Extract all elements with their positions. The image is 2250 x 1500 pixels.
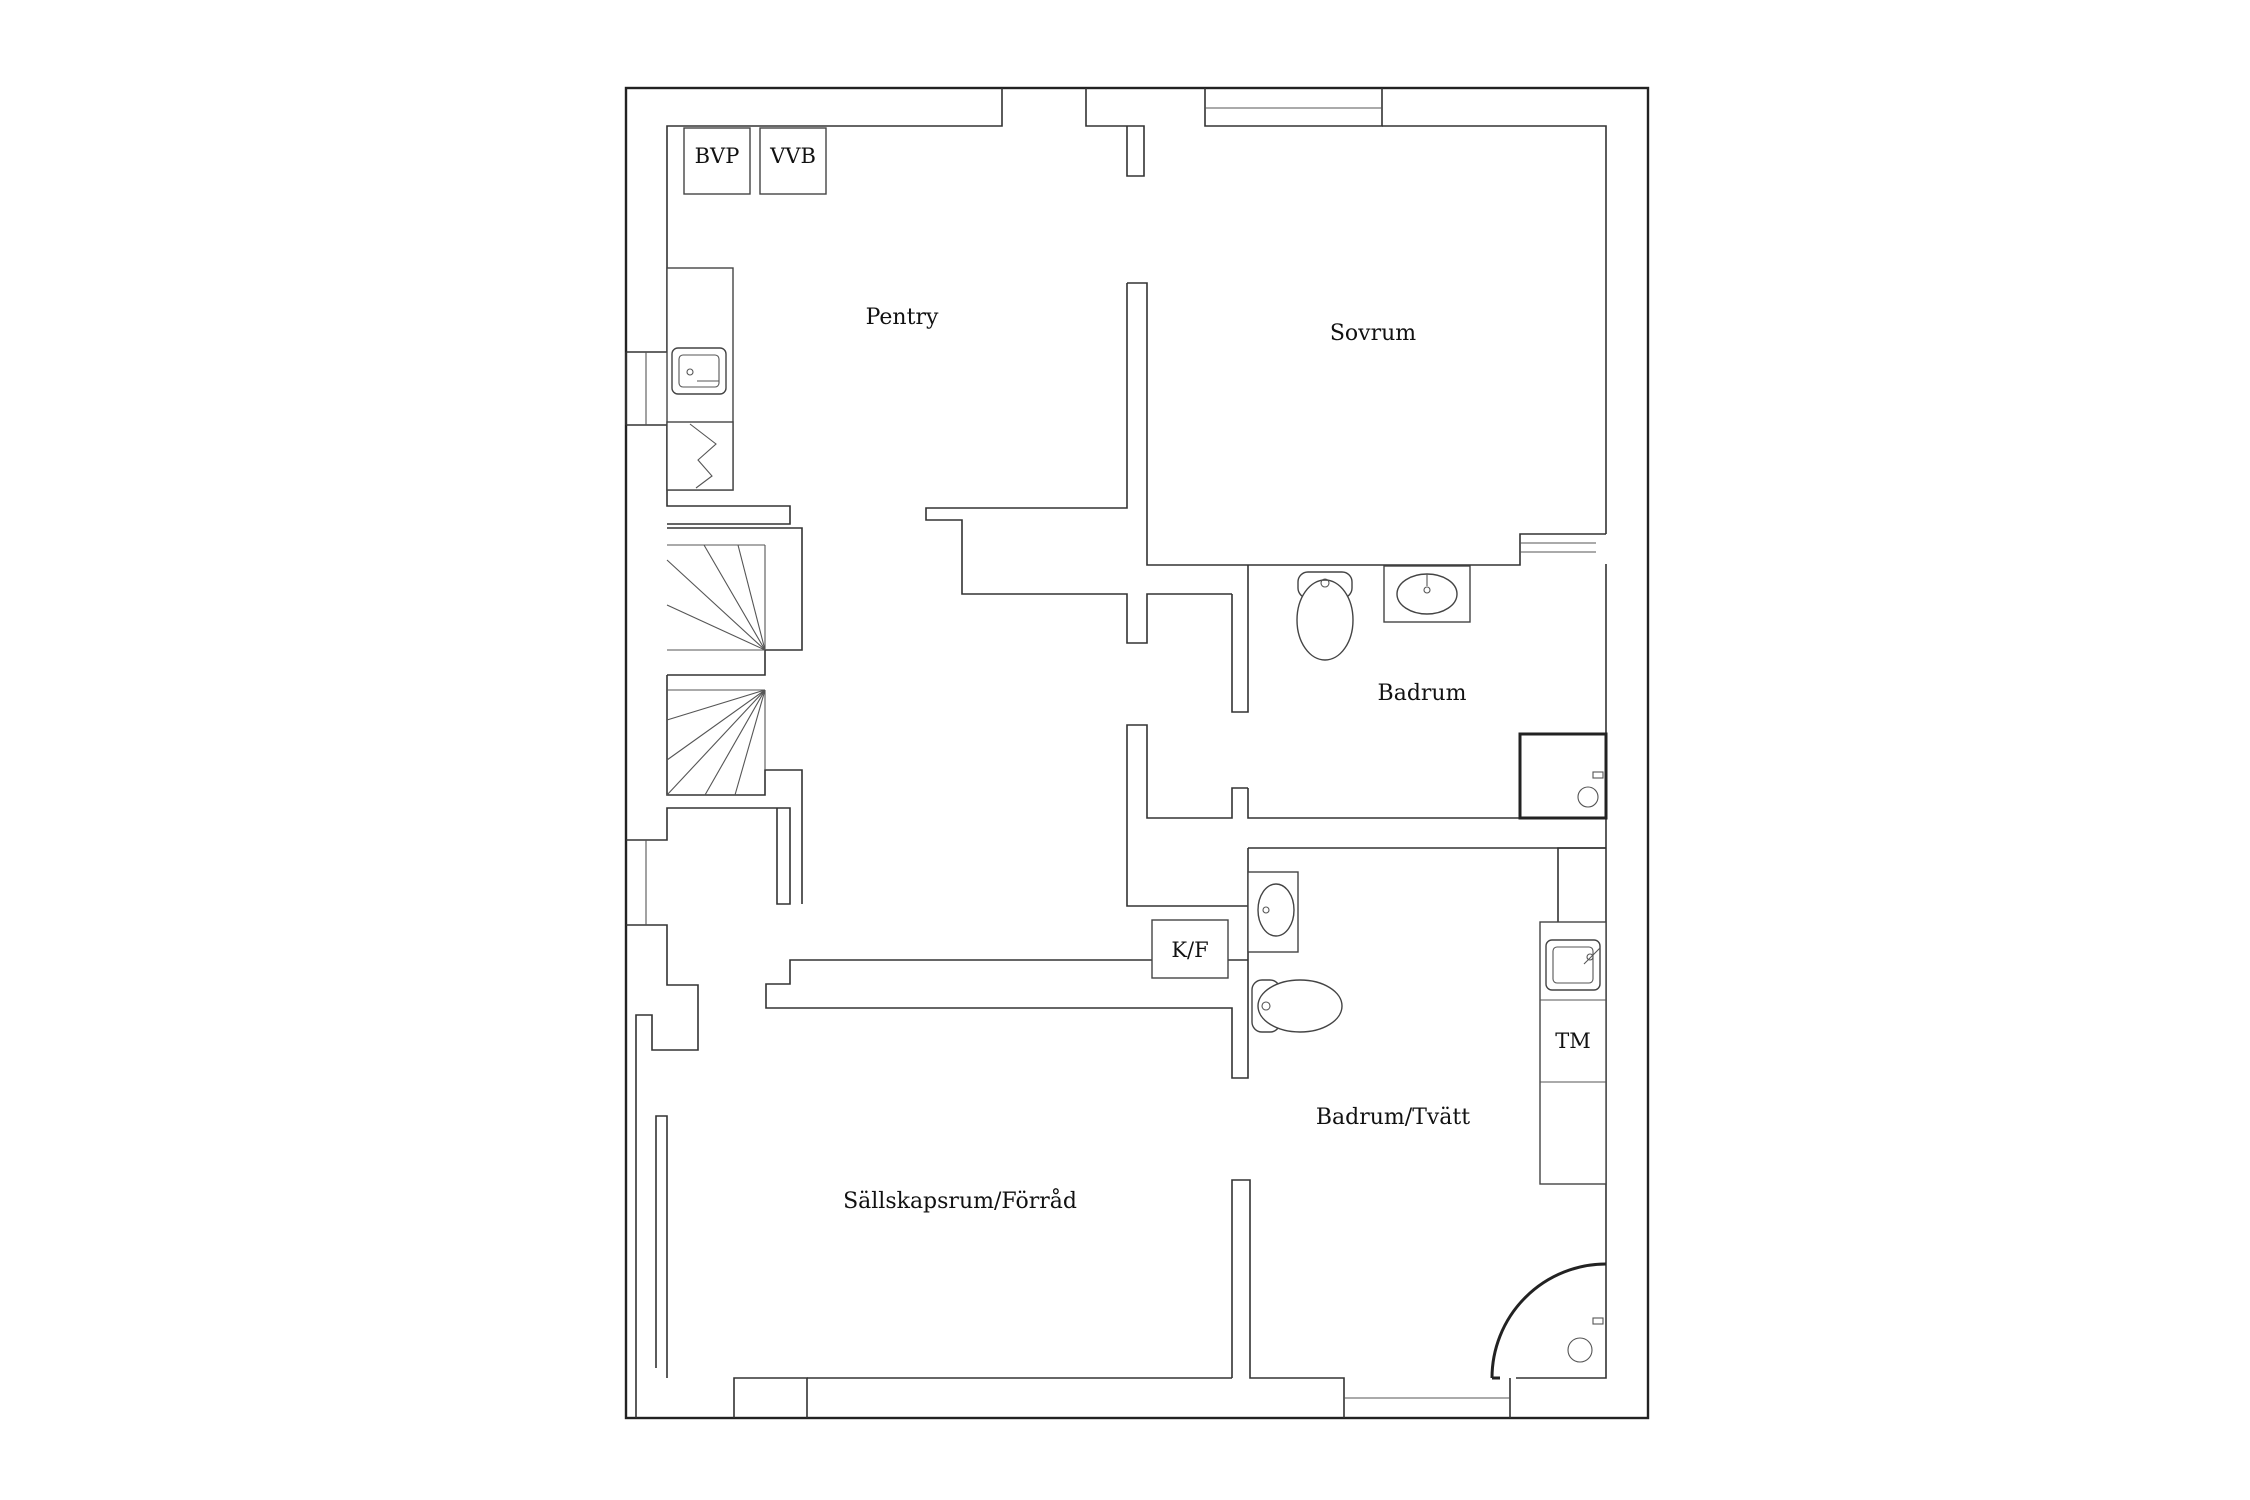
exterior-walls-inner xyxy=(626,88,1607,1418)
room-label-badrum-tvatt: Badrum/Tvätt xyxy=(1316,1105,1470,1130)
vvb-box xyxy=(759,127,827,195)
room-label-sovrum: Sovrum xyxy=(1330,321,1416,346)
kf-box xyxy=(1151,919,1229,979)
bvp-box xyxy=(683,127,751,195)
sovrum-sliding-door xyxy=(1520,542,1596,553)
shower-icon xyxy=(1518,732,1608,820)
vvb-label: VVB xyxy=(769,144,816,168)
room-label-pentry: Pentry xyxy=(866,305,939,330)
curved-shower-icon xyxy=(1490,1262,1607,1379)
staircase-icon xyxy=(666,527,803,904)
tvatt-fixtures: K/F TM xyxy=(1151,847,1607,1380)
laundry-sink-icon xyxy=(1545,939,1601,991)
tm-label: TM xyxy=(1555,1029,1591,1053)
stove-icon xyxy=(666,421,734,491)
interior-walls xyxy=(625,282,1606,1079)
windows xyxy=(645,107,1510,1399)
kitchen-sink-icon xyxy=(671,347,727,395)
kf-label: K/F xyxy=(1171,938,1208,962)
room-label-badrum: Badrum xyxy=(1378,681,1467,706)
technical-units: BVP VVB xyxy=(683,127,827,195)
bvp-label: BVP xyxy=(695,144,740,168)
outer-wall xyxy=(624,86,1650,1420)
room-labels: Pentry Sovrum Badrum Badrum/Tvätt Sällsk… xyxy=(843,305,1470,1214)
room-label-sallskapsrum: Sällskapsrum/Förråd xyxy=(843,1187,1077,1214)
kitchen-counter xyxy=(666,267,734,491)
badrum-fixtures xyxy=(1296,565,1608,820)
